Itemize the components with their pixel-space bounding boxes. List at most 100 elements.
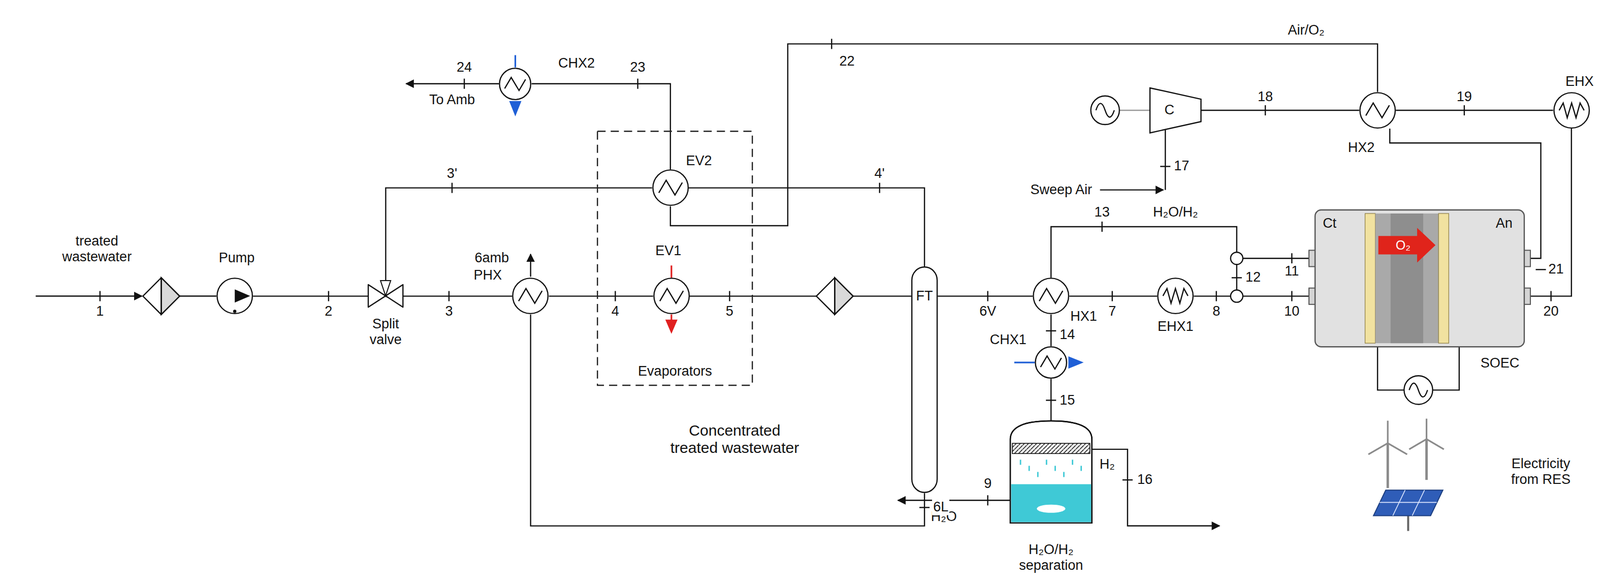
heat-exchanger: PHX xyxy=(512,277,549,314)
component-label: O₂ xyxy=(1395,237,1411,253)
split-valve-outline xyxy=(368,284,403,307)
component-label: Split valve xyxy=(362,315,409,348)
component-label: PHX xyxy=(473,267,503,284)
stream-label: 11 xyxy=(1283,263,1300,280)
stream-label: 1 xyxy=(94,303,105,319)
evaporator-outline xyxy=(652,169,689,206)
heating-cooling-marks xyxy=(508,54,1084,369)
pipe-connector xyxy=(531,83,671,170)
stream-label: 17 xyxy=(1172,158,1191,175)
heat-exchanger-outline xyxy=(1032,277,1070,314)
stream-label: Concentrated treated wastewater xyxy=(664,421,805,457)
stream-number: 20 xyxy=(1542,303,1560,319)
stream-number: 6L xyxy=(932,499,950,516)
stream-number: 21 xyxy=(1547,261,1565,278)
pipe-connector xyxy=(1201,109,1360,111)
separator-vessel-outline xyxy=(1010,420,1093,523)
electric-heater-outline xyxy=(1553,91,1590,129)
stream-label: 10 xyxy=(1283,303,1301,319)
stream-ticks xyxy=(100,38,1552,507)
stream-number: 4' xyxy=(873,165,886,182)
open-pipes xyxy=(35,83,1459,526)
pipe-connector xyxy=(385,187,652,285)
pipe-connector xyxy=(689,295,912,297)
pipe-connector xyxy=(1050,226,1309,278)
pipe-connector xyxy=(937,295,1033,297)
component-label: HX2 xyxy=(1348,140,1375,156)
pipe-connector xyxy=(688,187,925,267)
pipe-connector xyxy=(549,295,654,297)
renewable-icon xyxy=(1368,418,1445,531)
cooler: CHX1 xyxy=(1034,345,1068,379)
heat-exchanger: HX1 xyxy=(1032,277,1070,314)
electric-heater: EHX xyxy=(1553,91,1590,129)
cooler: CHX2 xyxy=(498,67,532,101)
pump-symbol-outline xyxy=(216,277,253,314)
pipe-connector xyxy=(1395,109,1553,111)
pipe-connector xyxy=(1530,128,1572,296)
stream-number: 3' xyxy=(445,165,459,182)
cooler-outline xyxy=(498,67,532,101)
mixer-node xyxy=(1230,251,1243,302)
stream-number: 6V xyxy=(978,303,998,319)
pump-symbol: Pump xyxy=(216,277,253,314)
component-label: HX1 xyxy=(1070,308,1098,325)
pipe-connector xyxy=(1069,295,1158,297)
soec-stack: CtO₂AnSOEC xyxy=(1308,209,1531,347)
component-label: Ct xyxy=(1322,215,1337,232)
compressor-outline xyxy=(1149,87,1201,133)
stream-number: 14 xyxy=(1058,326,1076,343)
evaporator-group: Evaporators EV2EV1 xyxy=(596,130,753,386)
stream-label: treated wastewater xyxy=(57,233,137,265)
cooler-outline xyxy=(1034,345,1068,379)
pipe-connector xyxy=(403,295,513,297)
component-label: CHX1 xyxy=(989,331,1027,348)
component-label: FT xyxy=(916,288,934,304)
stream-label: H₂O/H₂ xyxy=(1152,204,1199,220)
component-label: Pump xyxy=(218,250,255,267)
stream-number: 2 xyxy=(323,303,334,319)
component-label: C xyxy=(1164,102,1175,118)
stream-label: Sweep Air xyxy=(1029,181,1094,198)
stream-number: 22 xyxy=(838,53,856,70)
filter-symbol xyxy=(142,277,853,314)
stream-label: To Amb xyxy=(428,91,476,108)
electric-heater: EHX1 xyxy=(1157,277,1194,314)
component-label: H₂O/H₂ separation xyxy=(1012,541,1090,573)
split-valve: Split valve xyxy=(368,284,403,307)
flash-tank: FT xyxy=(911,266,938,493)
stream-label: H₂ xyxy=(1098,456,1116,473)
stream-number: 23 xyxy=(629,59,647,76)
stream-number: 4 xyxy=(610,303,621,319)
heat-exchanger: HX2 xyxy=(1359,91,1396,129)
stream-label: 12 xyxy=(1244,269,1262,286)
heat-exchanger-outline xyxy=(1359,91,1396,129)
electric-heater-outline xyxy=(1157,277,1194,314)
compressor: C xyxy=(1149,87,1201,133)
stream-number: 3 xyxy=(443,303,454,319)
stream-number: 18 xyxy=(1256,88,1274,105)
evaporator: EV2 xyxy=(652,169,689,206)
component-label: EHX1 xyxy=(1157,318,1194,335)
pipe-connector xyxy=(252,295,369,297)
stream-label: Air/O₂ xyxy=(1286,22,1326,39)
stream-number: 5 xyxy=(724,303,735,319)
pipe-connector xyxy=(670,43,1378,226)
stream-number: 8 xyxy=(1211,303,1222,319)
component-label: Evaporators xyxy=(637,363,713,380)
pipe-connector xyxy=(530,314,925,526)
stream-label: 24 xyxy=(455,59,473,76)
separator-vessel: H₂O/H₂ separation xyxy=(1010,420,1093,523)
evaporator: EV1 xyxy=(653,277,690,314)
component-label: An xyxy=(1495,215,1513,232)
component-label: EV2 xyxy=(686,153,713,170)
stream-number: 7 xyxy=(1107,303,1117,319)
component-label: SOEC xyxy=(1480,355,1520,372)
stream-label: 9 xyxy=(982,475,993,492)
stream-label: Electricity from RES xyxy=(1504,455,1578,488)
stream-label: 6amb xyxy=(473,250,511,267)
evaporator-outline xyxy=(653,277,690,314)
stream-number: 19 xyxy=(1455,88,1474,105)
stream-number: 15 xyxy=(1058,392,1076,408)
heat-exchanger-outline xyxy=(512,277,549,314)
